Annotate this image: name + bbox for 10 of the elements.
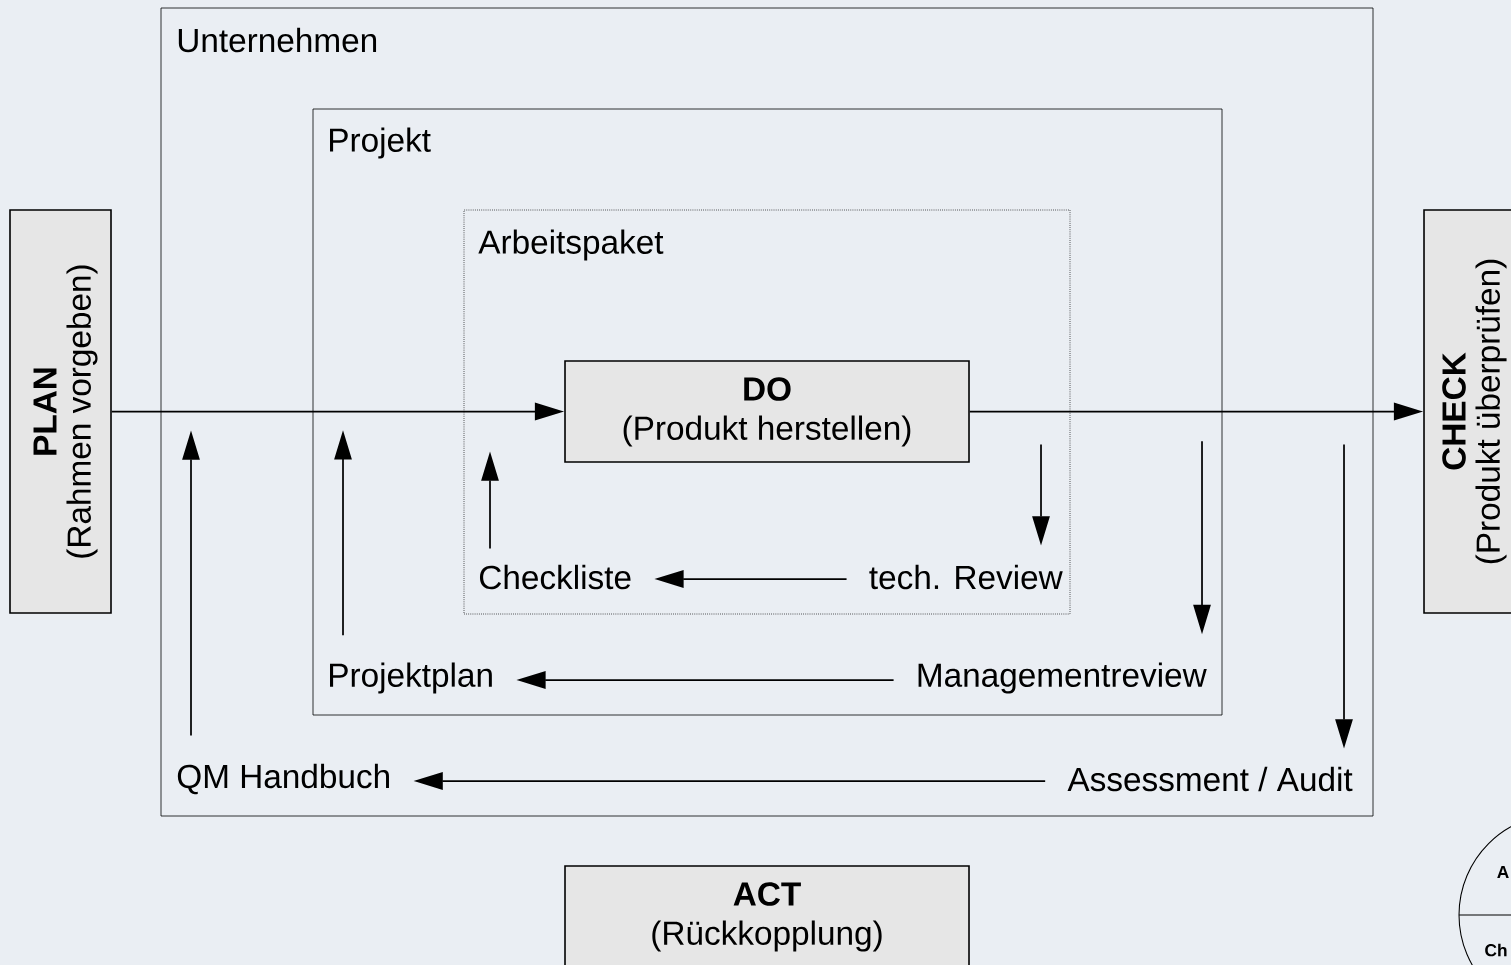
process-box: CHECK (Produkt überprüfen)	[1423, 209, 1511, 614]
text-label: Checkliste	[479, 564, 631, 590]
process-box: ACT (Rückkopplung)	[564, 865, 970, 965]
text-label: tech. Review	[869, 564, 1063, 590]
text-label: Managementreview	[918, 662, 1207, 694]
process-box: DO (Produkt herstellen)	[564, 360, 970, 463]
text-label: Projektplan	[330, 662, 492, 694]
process-box: PLAN (Rahmen vorgeben)	[9, 209, 112, 614]
text-label: QM Handbuch	[177, 763, 389, 795]
text-label: Assessment / Audit	[1067, 766, 1353, 792]
